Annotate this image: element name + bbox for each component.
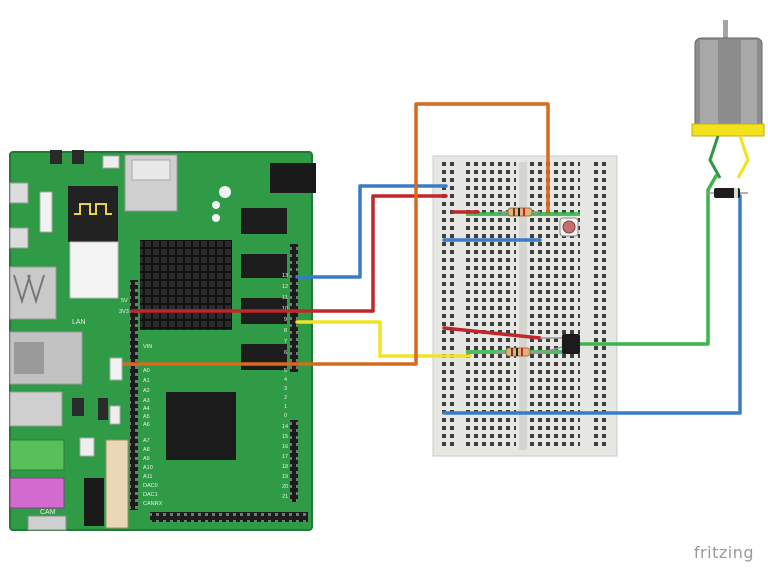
svg-text:19: 19: [282, 474, 288, 480]
hdmi-port: [84, 478, 104, 526]
svg-text:12: 12: [282, 284, 288, 290]
resistor-bottom: [496, 347, 544, 357]
usb-port-3: [9, 391, 63, 427]
svg-text:CANRX: CANRX: [143, 501, 163, 507]
svg-text:8: 8: [284, 328, 287, 334]
center-channel: [519, 162, 527, 450]
ide-header: [105, 439, 129, 529]
svg-text:A0: A0: [143, 368, 150, 374]
svg-text:17: 17: [282, 454, 288, 460]
svg-text:4: 4: [284, 377, 287, 383]
heat-sink: [140, 240, 232, 330]
svg-text:13: 13: [282, 273, 288, 279]
svg-text:20: 20: [282, 484, 288, 490]
svg-text:A2: A2: [143, 388, 150, 394]
small-connector: [102, 155, 120, 169]
svg-text:7: 7: [284, 339, 287, 345]
lan-label: LAN: [72, 319, 86, 326]
power-rail-left: [440, 162, 458, 450]
svg-text:0: 0: [284, 413, 287, 419]
svg-text:3: 3: [284, 386, 287, 392]
power-rail-right: [592, 162, 610, 450]
svg-text:A3: A3: [143, 398, 150, 404]
svg-text:18: 18: [282, 464, 288, 470]
svg-text:10: 10: [282, 306, 288, 312]
wire-green-motor: [576, 174, 718, 346]
power-jack: [270, 163, 316, 193]
svg-text:DAC0: DAC0: [143, 483, 158, 489]
motor-end-cap: [691, 123, 765, 137]
svg-text:DAC1: DAC1: [143, 492, 158, 498]
audio-jack-green: [9, 439, 65, 471]
right-header-top: [290, 244, 298, 372]
button-a: [50, 150, 62, 164]
chip-2: [241, 254, 287, 278]
audio-jack-pink: [9, 477, 65, 509]
svg-text:A1: A1: [143, 378, 150, 384]
usb-port-1: [9, 182, 29, 204]
bottom-header: [150, 512, 308, 522]
button-b: [72, 150, 84, 164]
smd-part-1: [98, 398, 108, 420]
svg-text:A8: A8: [143, 447, 150, 453]
camera-connector: [27, 515, 67, 531]
svg-text:21: 21: [282, 494, 288, 500]
terminal-strip-right: [530, 162, 580, 450]
svg-text:15: 15: [282, 434, 288, 440]
right-header-bottom: [290, 420, 298, 502]
svg-text:A5: A5: [143, 414, 150, 420]
svg-text:3V3: 3V3: [119, 309, 129, 315]
svg-text:A6: A6: [143, 422, 150, 428]
svg-text:1: 1: [284, 404, 287, 410]
left-header-bottom: [130, 366, 138, 510]
svg-text:16: 16: [282, 444, 288, 450]
small-header: [109, 405, 121, 425]
chip-1: [241, 208, 287, 234]
wire-red-board: [130, 194, 448, 313]
dc-motor: [691, 20, 765, 179]
svg-text:A11: A11: [143, 474, 152, 480]
resistor-top: [498, 207, 540, 217]
svg-text:14: 14: [282, 424, 288, 430]
header-labels: 5V 3V3 VIN A0 A1 A2 A3 A4 A5 A6 A7 A8 A9…: [119, 273, 288, 507]
jst-connector: [39, 191, 53, 233]
motor-shaft: [723, 20, 728, 42]
wire-blue-board: [295, 184, 448, 279]
svg-text:5V: 5V: [121, 298, 128, 304]
cam-label: CAM: [40, 509, 56, 516]
logo-mark: [219, 186, 231, 198]
white-module: [69, 241, 119, 299]
svg-text:A7: A7: [143, 438, 150, 444]
main-chip: [166, 392, 236, 460]
svg-text:6: 6: [284, 350, 287, 356]
wire-blue-motor: [442, 194, 742, 415]
svg-text:A4: A4: [143, 406, 150, 412]
breadboard: [432, 155, 618, 457]
svg-text:11: 11: [282, 295, 288, 301]
diode: [706, 188, 748, 198]
svg-text:A9: A9: [143, 456, 150, 462]
svg-text:9: 9: [284, 317, 287, 323]
microcontroller-board: LAN CAM 5V: [9, 150, 316, 531]
terminal-strip-left: [466, 162, 516, 450]
svg-text:2: 2: [284, 395, 287, 401]
svg-text:5: 5: [284, 368, 287, 374]
transistor: [540, 334, 580, 354]
wire-red-jumper: [442, 326, 542, 340]
wires: [122, 102, 742, 415]
left-header-top: [130, 280, 138, 364]
svg-text:VIN: VIN: [143, 344, 152, 350]
wire-orange-board: [122, 102, 550, 366]
usb-port-2: [9, 227, 29, 249]
smd-part-2: [72, 398, 84, 416]
chip-4: [241, 344, 287, 370]
wire-yellow-board: [295, 320, 472, 358]
photoresistor: [559, 217, 579, 237]
fritzing-watermark: fritzing: [693, 543, 754, 562]
svg-text:A10: A10: [143, 465, 153, 471]
